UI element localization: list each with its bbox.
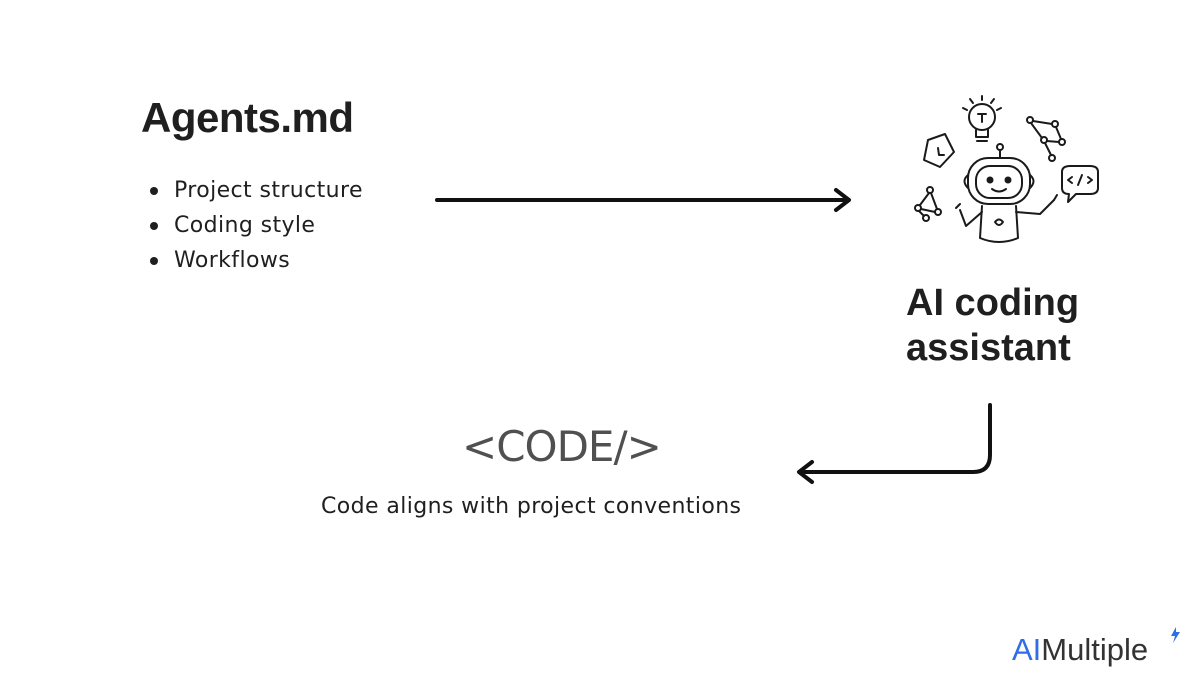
return-arrow <box>797 403 992 484</box>
list-item: Project structure <box>150 173 363 208</box>
logo-spark-icon <box>1171 627 1180 643</box>
agents-md-contents-list: Project structure Coding style Workflows <box>150 173 363 278</box>
bullet-dot <box>150 257 158 265</box>
bullet-dot <box>150 187 158 195</box>
bullet-dot <box>150 222 158 230</box>
list-item: Workflows <box>150 243 363 278</box>
assistant-label: AI coding assistant <box>906 282 1080 369</box>
agents-md-title: Agents.md <box>141 94 354 141</box>
right-arrow <box>435 188 851 212</box>
robot-with-ideas-icon <box>914 95 1099 243</box>
aimultiple-logo: AIMultiple <box>1012 632 1149 667</box>
code-tag-label: <CODE/> <box>462 422 662 471</box>
list-item: Coding style <box>150 208 363 243</box>
output-caption: Code aligns with project conventions <box>321 494 742 519</box>
